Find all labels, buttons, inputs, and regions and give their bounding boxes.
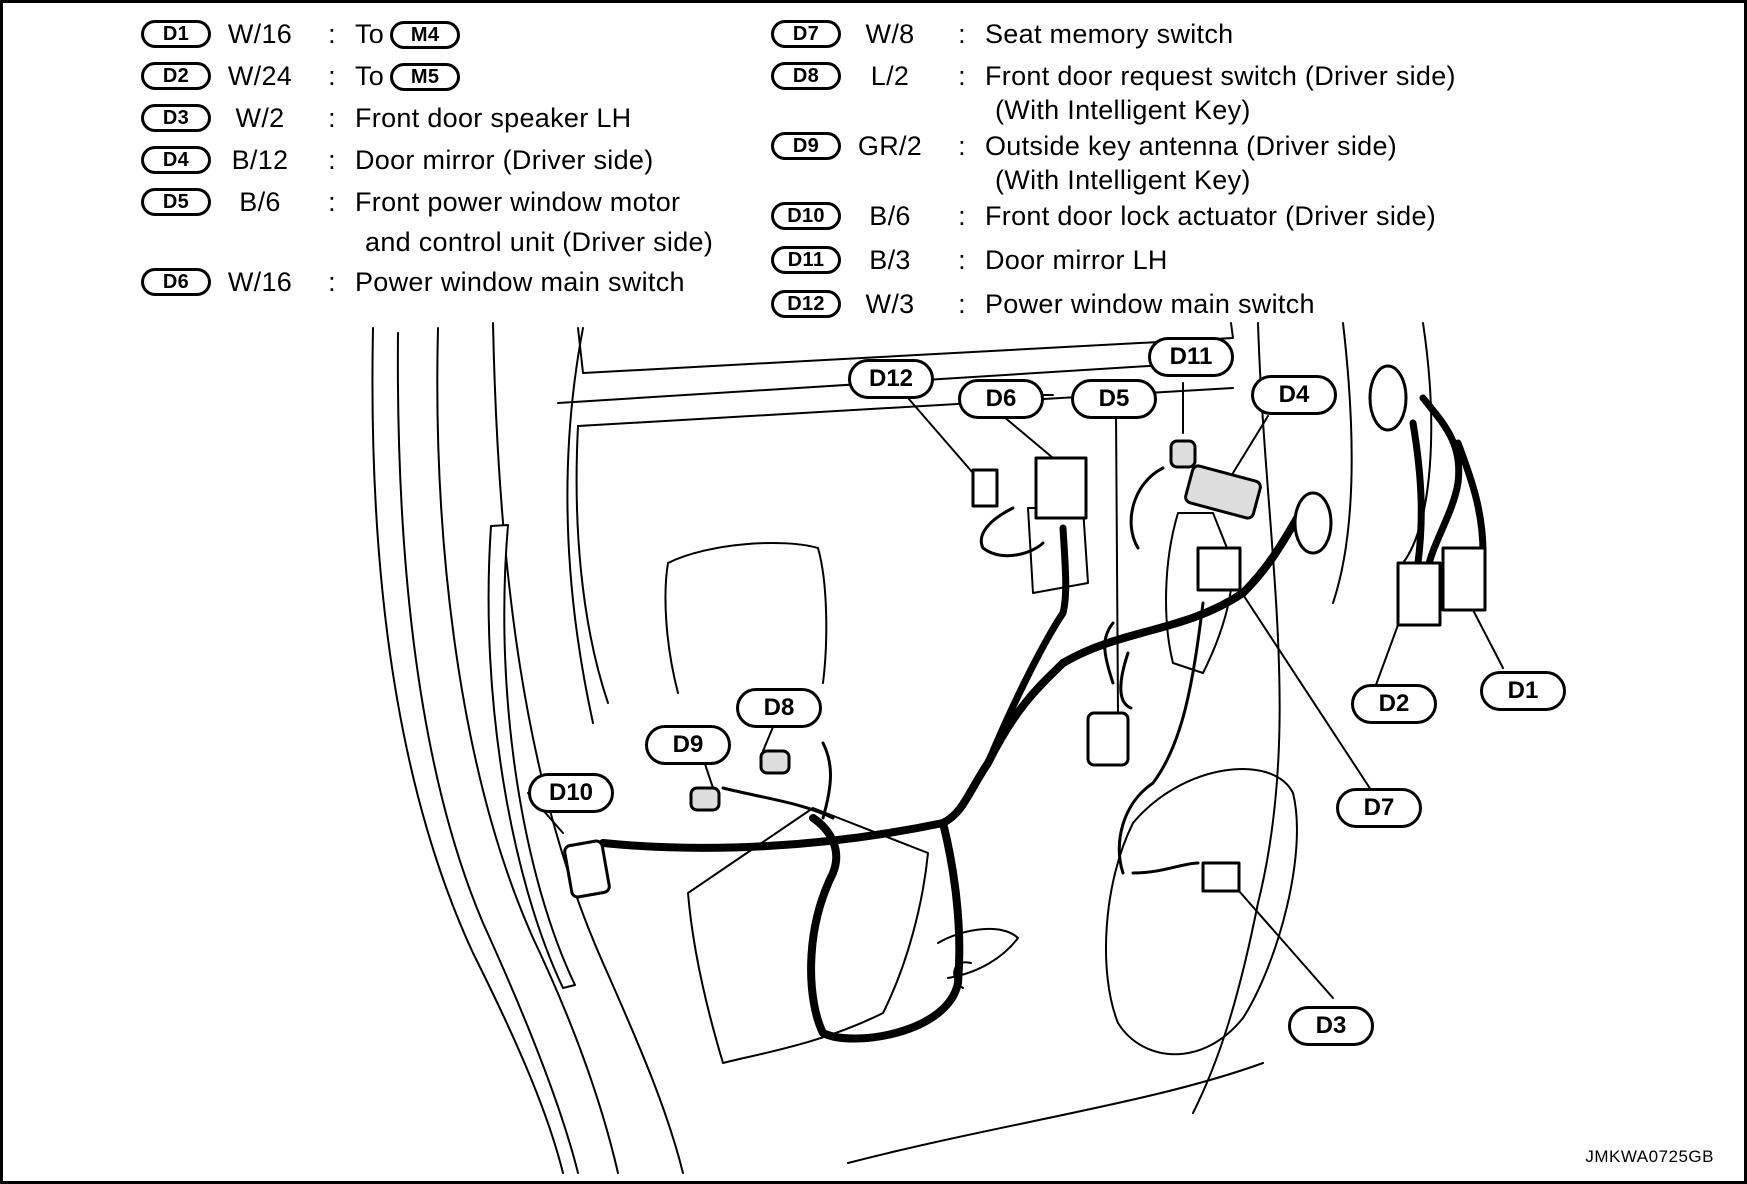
separator: : xyxy=(958,60,966,91)
separator: : xyxy=(958,18,966,49)
connector-description: Front power window motor xyxy=(355,186,681,217)
connector-ref-badge: M4 xyxy=(390,21,461,50)
legend-row-d6: D6 W/16 : Power window main switch xyxy=(141,265,685,299)
connector-description: Door mirror (Driver side) xyxy=(355,144,654,175)
connector-description: Seat memory switch xyxy=(985,18,1234,49)
connector-description: Power window main switch xyxy=(985,288,1315,319)
separator: : xyxy=(958,130,966,161)
connector-description: Front door request switch (Driver side) xyxy=(985,60,1456,91)
connector-description-continued: (With Intelligent Key) xyxy=(995,95,1251,125)
separator: : xyxy=(328,18,336,49)
connector-id-badge: D6 xyxy=(141,268,211,296)
connector-description-continued: (With Intelligent Key) xyxy=(995,165,1251,195)
separator: : xyxy=(328,266,336,297)
callout-d12: D12 xyxy=(848,359,934,399)
callout-d5: D5 xyxy=(1071,379,1157,419)
connector-description: Front door speaker LH xyxy=(355,102,632,133)
connector-description: Power window main switch xyxy=(355,266,685,297)
figure-code: JMKWA0725GB xyxy=(1585,1147,1714,1166)
wire-spec: W/8 xyxy=(865,18,915,49)
connector-description: Door mirror LH xyxy=(985,244,1168,275)
callout-d4: D4 xyxy=(1251,375,1337,415)
separator: : xyxy=(328,102,336,133)
wire-spec: W/16 xyxy=(227,18,293,49)
callout-d9: D9 xyxy=(645,725,731,765)
description-text: To xyxy=(355,18,385,49)
connector-id-badge: D1 xyxy=(141,20,211,48)
connector-description: Outside key antenna (Driver side) xyxy=(985,130,1398,161)
callout-d8: D8 xyxy=(736,688,822,728)
connector-id-badge: D4 xyxy=(141,146,211,174)
door-harness-drawing xyxy=(371,322,1504,1174)
legend-row-d11: D11 B/3 : Door mirror LH xyxy=(771,243,1168,277)
legend-row-d5: D5 B/6 : Front power window motor xyxy=(141,185,680,219)
separator: : xyxy=(328,60,336,91)
connector-id-badge: D11 xyxy=(771,246,841,274)
separator: : xyxy=(958,244,966,275)
legend-row-d8: D8 L/2 : Front door request switch (Driv… xyxy=(771,59,1456,93)
legend-row-d12: D12 W/3 : Power window main switch xyxy=(771,287,1315,321)
connector-id-badge: D5 xyxy=(141,188,211,216)
connector-id-badge: D8 xyxy=(771,62,841,90)
connector-id-badge: D9 xyxy=(771,132,841,160)
callout-d11: D11 xyxy=(1148,337,1234,377)
legend-row-d4: D4 B/12 : Door mirror (Driver side) xyxy=(141,143,654,177)
callout-d6: D6 xyxy=(958,379,1044,419)
connector-id-badge: D12 xyxy=(771,290,841,318)
separator: : xyxy=(958,200,966,231)
legend-row-d9: D9 GR/2 : Outside key antenna (Driver si… xyxy=(771,129,1397,163)
connector-id-badge: D3 xyxy=(141,104,211,132)
connector-id-badge: D7 xyxy=(771,20,841,48)
separator: : xyxy=(328,144,336,175)
wire-spec: W/2 xyxy=(235,102,285,133)
callout-d10: D10 xyxy=(528,773,614,813)
legend-row-d7: D7 W/8 : Seat memory switch xyxy=(771,17,1233,51)
wire-spec: B/12 xyxy=(231,144,289,175)
callout-d7: D7 xyxy=(1336,788,1422,828)
wire-spec: GR/2 xyxy=(857,130,923,161)
wire-spec: L/2 xyxy=(870,60,910,91)
connector-description-continued: and control unit (Driver side) xyxy=(365,227,714,257)
wire-spec: B/6 xyxy=(869,200,911,231)
callout-d1: D1 xyxy=(1480,671,1566,711)
connector-description: Front door lock actuator (Driver side) xyxy=(985,200,1437,231)
connector-id-badge: D2 xyxy=(141,62,211,90)
connector-id-badge: D10 xyxy=(771,202,841,230)
wire-spec: W/24 xyxy=(227,60,293,91)
callout-d3: D3 xyxy=(1288,1006,1374,1046)
legend-row-d3: D3 W/2 : Front door speaker LH xyxy=(141,101,631,135)
separator: : xyxy=(958,288,966,319)
callout-d2: D2 xyxy=(1351,684,1437,724)
wire-spec: W/3 xyxy=(865,288,915,319)
wire-spec: B/6 xyxy=(239,186,281,217)
description-text: To xyxy=(355,60,385,91)
wire-spec: B/3 xyxy=(869,244,911,275)
legend-row-d10: D10 B/6 : Front door lock actuator (Driv… xyxy=(771,199,1436,233)
wire-spec: W/16 xyxy=(227,266,293,297)
separator: : xyxy=(328,186,336,217)
connector-ref-badge: M5 xyxy=(390,63,461,92)
